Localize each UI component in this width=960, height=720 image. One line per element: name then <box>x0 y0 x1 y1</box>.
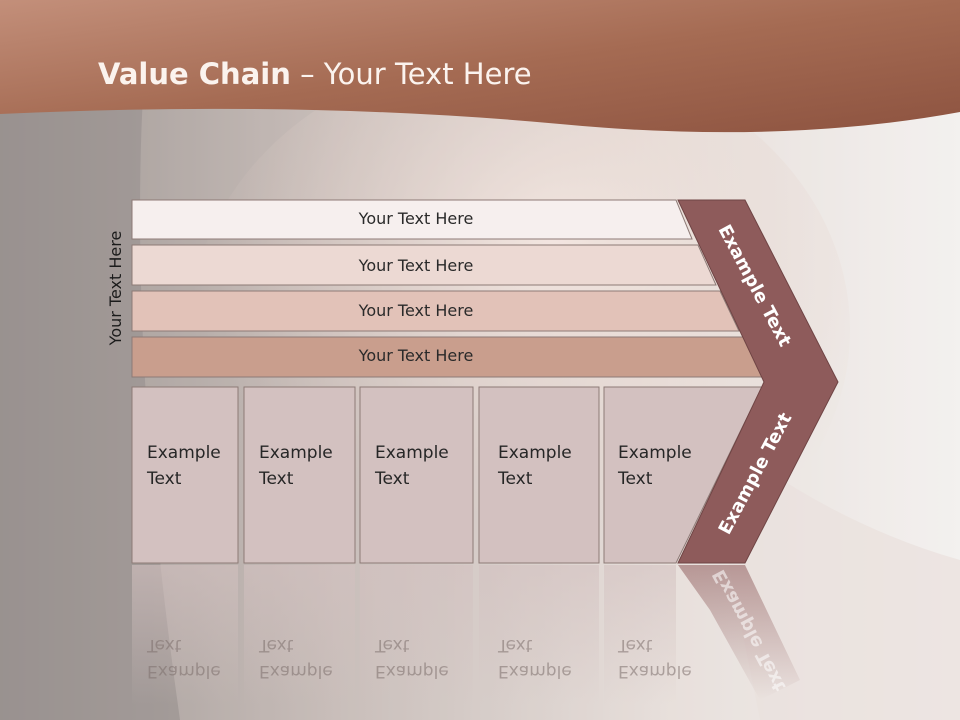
column-label-5-line2: Text <box>618 469 653 489</box>
page-title: Value Chain – Your Text Here <box>98 52 532 96</box>
row-band-2 <box>131 244 717 286</box>
column-box-5 <box>603 386 763 564</box>
column-box-2 <box>243 386 356 564</box>
column-reflection-3 <box>360 565 473 705</box>
row-label-1: Your Text Here <box>358 209 474 228</box>
column-reflection-2 <box>244 565 355 705</box>
column-label-5-reflection: Example Text <box>618 632 692 684</box>
column-label-3-reflection-line1: Example <box>375 661 449 681</box>
column-label-5-reflection-line1: Example <box>618 661 692 681</box>
row-band-3 <box>131 290 740 332</box>
row-label-2: Your Text Here <box>358 256 474 275</box>
column-label-1-line2: Text <box>147 469 182 489</box>
column-label-4-reflection-line2: Text <box>498 635 533 655</box>
column-label-2-line2: Text <box>259 469 294 489</box>
column-reflection-5 <box>604 565 676 705</box>
column-label-5-reflection-line2: Text <box>618 635 653 655</box>
column-label-4-reflection: Example Text <box>498 632 572 684</box>
column-label-4-reflection-line1: Example <box>498 661 572 681</box>
column-label-3-reflection: Example Text <box>375 632 449 684</box>
column-label-1-line1: Example <box>147 443 221 463</box>
column-label-4: Example Text <box>498 440 572 492</box>
column-label-2-reflection: Example Text <box>259 632 333 684</box>
column-label-1: Example Text <box>147 440 221 492</box>
column-label-1-reflection: Example Text <box>147 632 221 684</box>
column-label-4-line2: Text <box>498 469 533 489</box>
column-label-2-line1: Example <box>259 443 333 463</box>
column-box-1 <box>131 386 239 564</box>
title-rest: – Your Text Here <box>290 57 532 91</box>
column-box-3 <box>359 386 474 564</box>
row-label-4: Your Text Here <box>358 346 474 365</box>
column-label-3: Example Text <box>375 440 449 492</box>
column-label-3-line1: Example <box>375 443 449 463</box>
column-reflection-1 <box>132 565 238 705</box>
column-label-4-line1: Example <box>498 443 572 463</box>
row-label-3: Your Text Here <box>358 301 474 320</box>
row-band-1 <box>131 199 693 240</box>
column-label-1-reflection-line1: Example <box>147 661 221 681</box>
column-box-4 <box>478 386 600 564</box>
column-label-2: Example Text <box>259 440 333 492</box>
column-label-3-reflection-line2: Text <box>375 635 410 655</box>
margin-chevron-reflection <box>678 565 800 700</box>
header-band <box>0 0 960 133</box>
title-bold: Value Chain <box>98 57 291 91</box>
column-reflection-4 <box>479 565 599 705</box>
column-label-1-reflection-line2: Text <box>147 635 182 655</box>
column-label-3-line2: Text <box>375 469 410 489</box>
margin-chevron <box>677 199 839 564</box>
column-label-2-reflection-line1: Example <box>259 661 333 681</box>
column-label-5: Example Text <box>618 440 692 492</box>
column-label-2-reflection-line2: Text <box>259 635 294 655</box>
column-label-5-line1: Example <box>618 443 692 463</box>
